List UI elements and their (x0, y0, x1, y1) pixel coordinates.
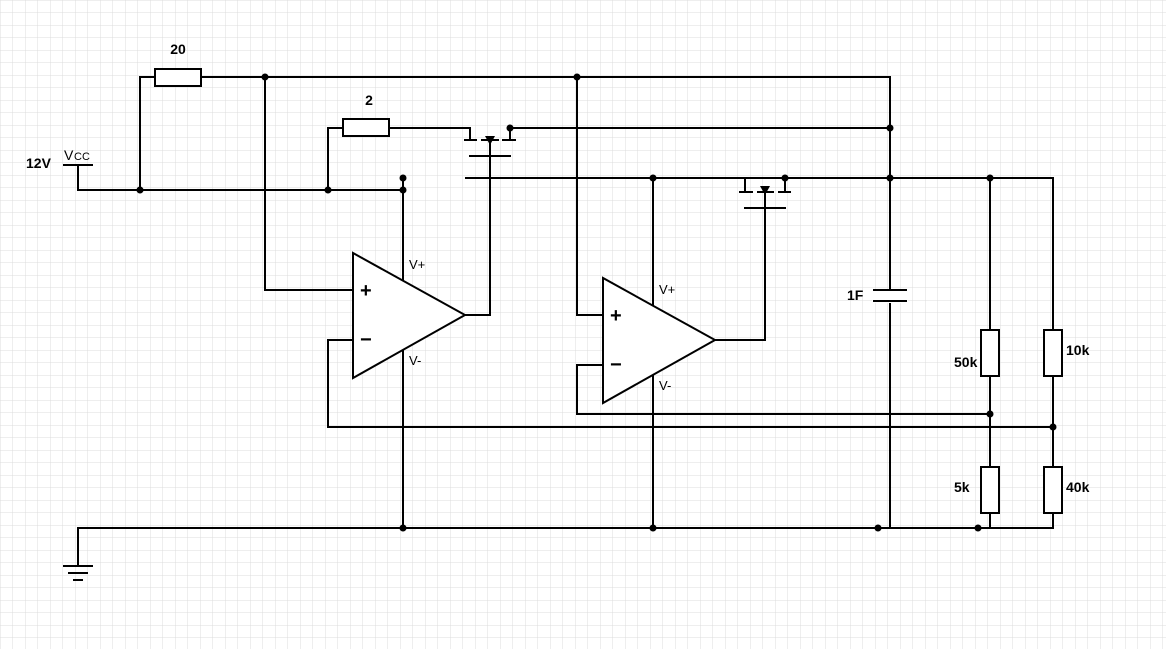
wire-r2-to-gate1 (388, 127, 471, 141)
junction (986, 410, 994, 418)
junction (649, 174, 657, 182)
mosfet-2 (739, 177, 791, 209)
capacitor-1f: 1F (847, 287, 908, 303)
resistor-10k-label: 10k (1066, 342, 1090, 358)
vcc-label-sub: CC (74, 151, 90, 163)
opamp-2-vplus-label: V+ (659, 282, 675, 297)
junction (324, 186, 332, 194)
junction (261, 73, 269, 81)
capacitor-label: 1F (847, 287, 864, 303)
wire-r20-left (139, 76, 156, 191)
wire-opamp1-feedback (327, 339, 1054, 428)
junction (1049, 423, 1057, 431)
opamp-1: + − V+ V- (352, 251, 468, 380)
vcc-voltage-label: 12V (26, 155, 52, 171)
junction (886, 174, 894, 182)
wire-opamp2-out (714, 207, 766, 341)
junction (399, 186, 407, 194)
resistor-40k: 40k (1043, 466, 1090, 514)
wire-supply-rail (77, 164, 404, 191)
junction (886, 124, 894, 132)
junction (986, 174, 994, 182)
resistor-20: 20 (154, 41, 202, 87)
junction (874, 524, 882, 532)
junction (399, 174, 407, 182)
wire-ground-rail (77, 512, 1054, 566)
resistor-20-label: 20 (170, 41, 186, 57)
resistor-5k-label: 5k (954, 479, 970, 495)
opamp-1-vminus-label: V- (409, 353, 421, 368)
opamp-2-vminus-label: V- (659, 378, 671, 393)
resistor-40k-label: 40k (1066, 479, 1090, 495)
opamp-1-plus-label: + (360, 280, 372, 302)
opamp-2-minus-label: − (610, 354, 622, 376)
ground-symbol (63, 565, 93, 581)
junction (399, 524, 407, 532)
opamp-1-vplus-label: V+ (409, 257, 425, 272)
opamp-2: + − V+ V- (602, 276, 718, 405)
junction (974, 524, 982, 532)
resistor-50k: 50k (954, 329, 1000, 377)
resistor-5k: 5k (954, 466, 1000, 514)
wire-opamp2-plus (576, 76, 604, 316)
opamp-1-minus-label: − (360, 329, 372, 351)
resistor-50k-label: 50k (954, 354, 978, 370)
resistor-2-label: 2 (365, 92, 373, 108)
vcc-source: V CC 12V (26, 147, 93, 171)
junction (649, 524, 657, 532)
junctions (136, 73, 1057, 532)
wire-opamp1-plus (264, 76, 354, 291)
resistor-10k: 10k (1043, 329, 1090, 377)
wire-opamp1-out (464, 155, 491, 316)
wire-r2-left (327, 127, 344, 191)
junction (573, 73, 581, 81)
wire-opamp2-feedback (576, 364, 991, 415)
junction (136, 186, 144, 194)
opamp-2-plus-label: + (610, 305, 622, 327)
wire-top-rail (200, 76, 891, 529)
vcc-label-main: V (64, 147, 74, 163)
resistor-2: 2 (342, 92, 390, 137)
mosfet-1 (464, 127, 516, 157)
